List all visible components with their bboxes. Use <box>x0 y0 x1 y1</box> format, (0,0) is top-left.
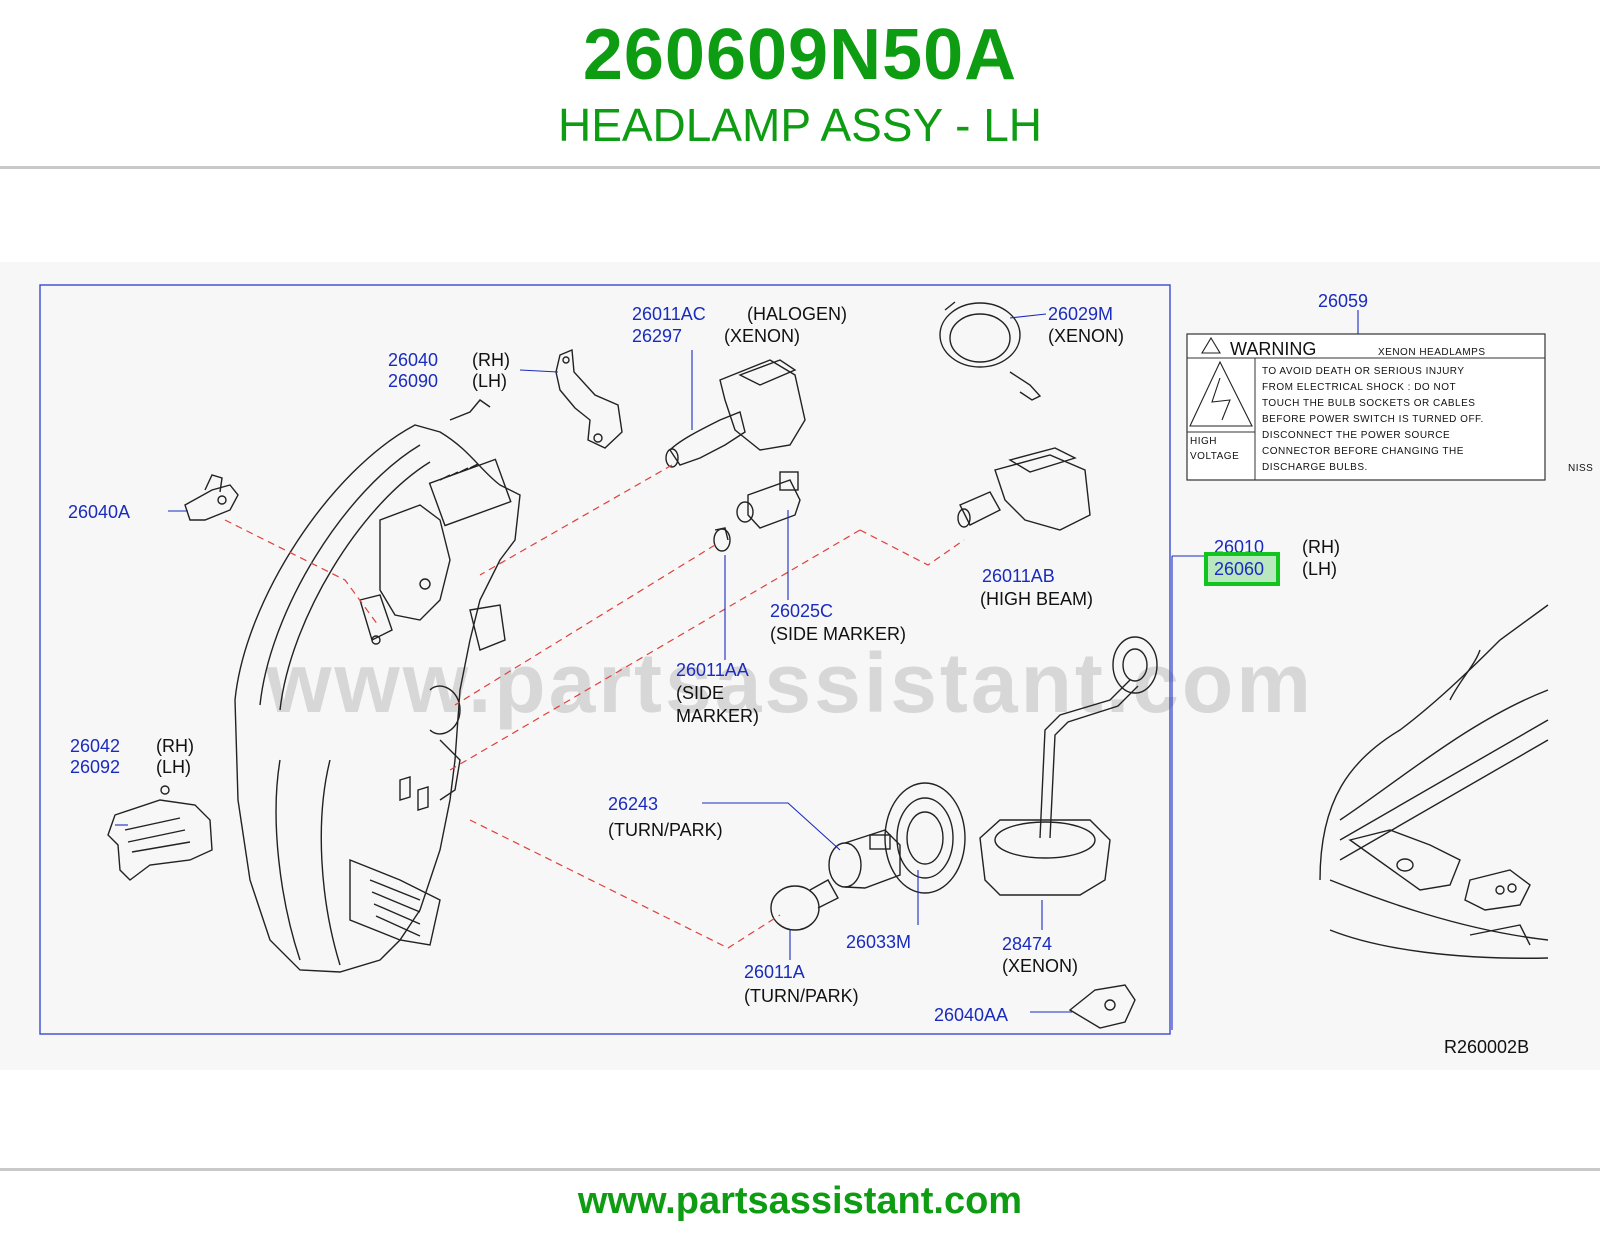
callout-leader-lines <box>115 310 1359 1030</box>
diagram-frame <box>39 284 1171 1035</box>
high-voltage-icon <box>1189 360 1253 427</box>
clip-26040AA-illustration <box>1068 984 1136 1029</box>
callout-26033M[interactable]: 26033M <box>846 932 911 952</box>
callout-26042[interactable]: 26042 <box>70 736 120 756</box>
warning-subtitle: XENON HEADLAMPS <box>1378 347 1486 358</box>
desc-26297: (XENON) <box>724 326 800 346</box>
callout-26297[interactable]: 26297 <box>632 326 682 346</box>
page-header: 260609N50A HEADLAMP ASSY - LH <box>0 0 1600 168</box>
bulb-26011A-illustration <box>770 879 839 931</box>
callout-26092[interactable]: 26092 <box>70 757 120 777</box>
warning-line-5: DISCONNECT THE POWER SOURCE <box>1262 430 1450 441</box>
desc-28474: (XENON) <box>1002 956 1078 976</box>
callout-26040A[interactable]: 26040A <box>68 502 130 522</box>
warning-triangle-icon <box>1201 336 1221 354</box>
callout-26060-highlight <box>1204 552 1280 586</box>
vehicle-illustration <box>1319 604 1549 959</box>
clip-26040A-illustration <box>184 474 239 521</box>
callout-26090[interactable]: 26090 <box>388 371 438 391</box>
assembly-dashed-lines <box>224 464 965 949</box>
bulb-26011AA-illustration <box>713 527 731 552</box>
high-voltage-label-2: VOLTAGE <box>1190 451 1239 462</box>
desc-26011AA-line2: MARKER) <box>676 706 759 726</box>
desc-26011AA-line1: (SIDE <box>676 683 724 703</box>
desc-26011AC: (HALOGEN) <box>747 304 847 324</box>
callout-26025C[interactable]: 26025C <box>770 601 833 621</box>
warning-line-1: TO AVOID DEATH OR SERIOUS INJURY <box>1262 366 1465 377</box>
figure-code: R260002B <box>1444 1037 1529 1057</box>
desc-26011AB: (HIGH BEAM) <box>980 589 1093 609</box>
desc-26011A: (TURN/PARK) <box>744 986 859 1006</box>
socket-26243-illustration <box>828 829 901 889</box>
warning-line-4: BEFORE POWER SWITCH IS TURNED OFF. <box>1262 414 1484 425</box>
seal-26033M-illustration <box>884 782 966 894</box>
callout-26011AB[interactable]: 26011AB <box>982 566 1055 586</box>
headlamp-housing-illustration <box>234 399 521 973</box>
warning-label: WARNING XENON HEADLAMPS TO AVOID DEATH O… <box>1186 333 1593 481</box>
callout-26011AC[interactable]: 26011AC <box>632 304 706 324</box>
bracket-26040-illustration <box>555 348 623 449</box>
footer-divider <box>0 1168 1600 1171</box>
desc-26040: (RH) <box>472 350 510 370</box>
parts-diagram-area: www.partsassistant.com <box>0 262 1600 1070</box>
watermark: www.partsassistant.com <box>265 636 1314 730</box>
header-divider <box>0 166 1600 169</box>
callout-26243[interactable]: 26243 <box>608 794 658 814</box>
brand-fragment: NISS <box>1568 463 1593 474</box>
warning-line-7: DISCHARGE BULBS. <box>1262 462 1368 473</box>
warning-title: WARNING <box>1230 339 1316 359</box>
part-name-subtitle: HEADLAMP ASSY - LH <box>557 99 1043 151</box>
desc-26243: (TURN/PARK) <box>608 820 723 840</box>
footer-website-link[interactable]: www.partsassistant.com <box>577 1180 1023 1222</box>
callout-26040[interactable]: 26040 <box>388 350 438 370</box>
desc-26060: (LH) <box>1302 559 1337 579</box>
bulb-26011AB-illustration <box>957 447 1091 531</box>
warning-line-3: TOUCH THE BULB SOCKETS OR CABLES <box>1262 398 1475 409</box>
high-voltage-label-1: HIGH <box>1190 436 1217 447</box>
callout-28474[interactable]: 28474 <box>1002 934 1052 954</box>
desc-26090: (LH) <box>472 371 507 391</box>
desc-26025C: (SIDE MARKER) <box>770 624 906 644</box>
callout-26029M[interactable]: 26029M <box>1048 304 1113 324</box>
callout-26011A[interactable]: 26011A <box>744 962 805 982</box>
parts-diagram: www.partsassistant.com <box>39 284 1593 1057</box>
desc-26010: (RH) <box>1302 537 1340 557</box>
callout-26060[interactable]: 26060 <box>1214 559 1264 579</box>
warning-line-2: FROM ELECTRICAL SHOCK : DO NOT <box>1262 382 1456 393</box>
desc-26042: (RH) <box>156 736 194 756</box>
igniter-28474-illustration <box>979 636 1158 896</box>
warning-line-6: CONNECTOR BEFORE CHANGING THE <box>1262 446 1464 457</box>
callout-26040AA[interactable]: 26040AA <box>934 1005 1008 1025</box>
desc-26092: (LH) <box>156 757 191 777</box>
callout-26011AA[interactable]: 26011AA <box>676 660 749 680</box>
socket-26025C-illustration <box>736 471 801 529</box>
desc-26029M: (XENON) <box>1048 326 1124 346</box>
bulb-26011AC-illustration <box>665 359 806 468</box>
part-number-title: 260609N50A <box>582 15 1018 95</box>
callout-26059[interactable]: 26059 <box>1318 291 1368 311</box>
bracket-26042-illustration <box>107 785 213 881</box>
cap-26029M-illustration <box>939 301 1042 401</box>
